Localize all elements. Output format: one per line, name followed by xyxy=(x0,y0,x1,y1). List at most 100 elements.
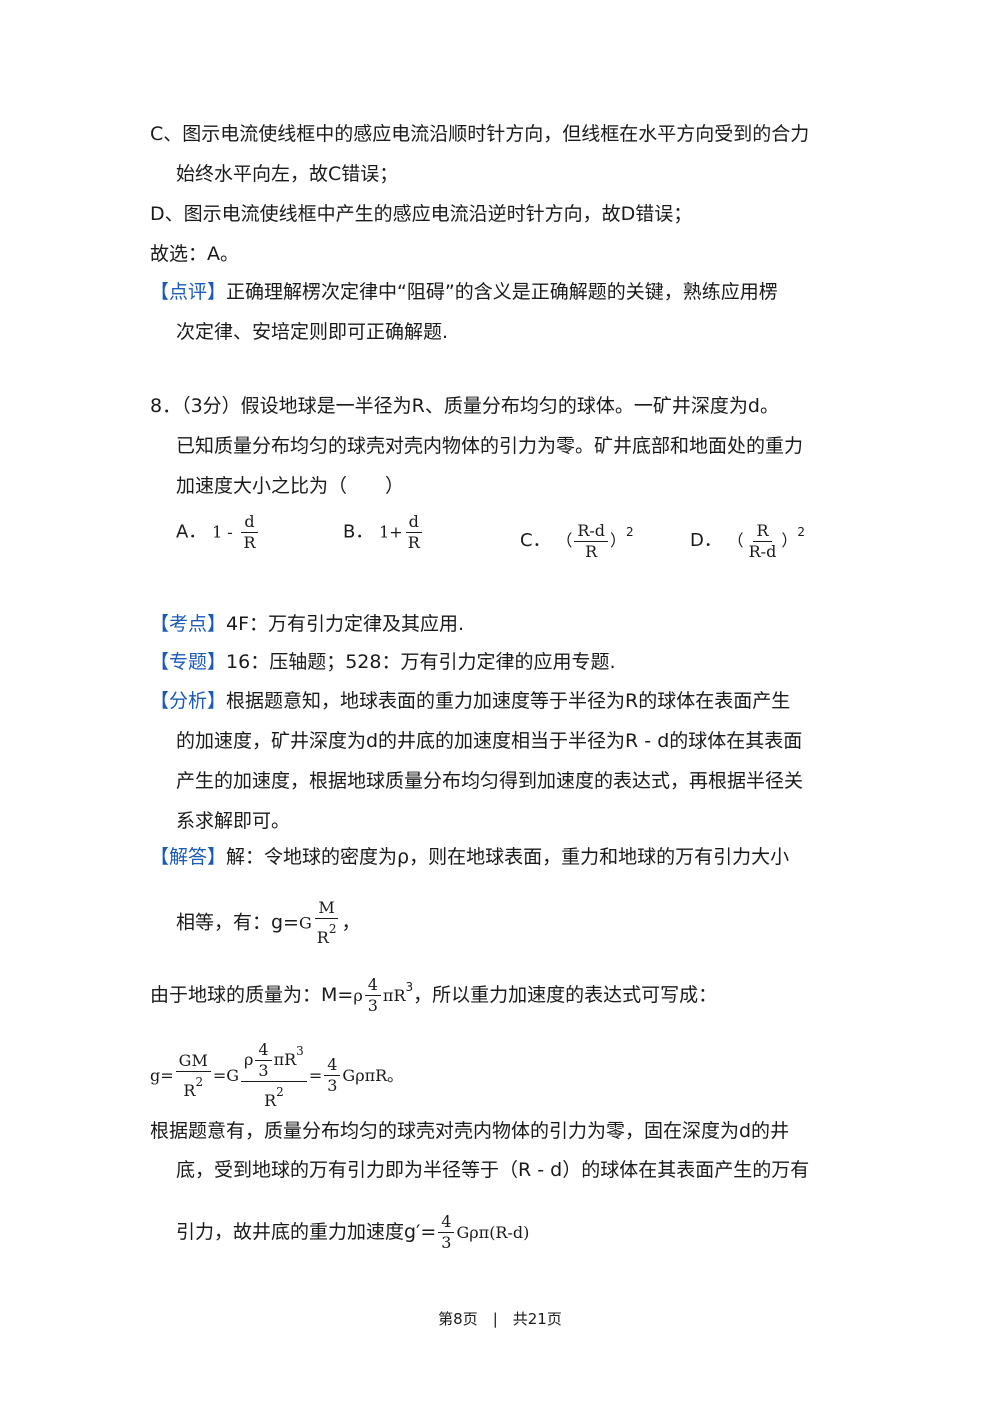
option-a-num: d xyxy=(241,512,258,533)
mass-pi-r: πR xyxy=(382,986,406,1005)
eq1-prefix: 相等，有：g= xyxy=(176,911,299,934)
option-d-close: ） xyxy=(781,531,798,550)
page-footer: 第8页 | 共21页 xyxy=(438,1310,562,1328)
mass-den: 3 xyxy=(367,996,378,1015)
option-d-den: R-d xyxy=(748,541,777,561)
para-line1: 根据题意有，质量分布均匀的球壳对壳内物体的引力为零，固在深度为d的井 xyxy=(150,1120,790,1142)
eq2-frac2-den: R2 xyxy=(261,1082,287,1111)
eq2-frac3-num: 4 xyxy=(324,1055,341,1076)
option-b-expr: 1+ xyxy=(379,522,403,542)
option-c-num: R-d xyxy=(574,521,609,542)
eq1-G: G xyxy=(298,913,312,933)
option-a-expr: 1 - xyxy=(212,522,233,542)
zhuanti-line: 【专题】16：压轴题；528：万有引力定律的应用专题. xyxy=(150,648,616,676)
fenxi-text1: 根据题意知，地球表面的重力加速度等于半径为R的球体在表面产生 xyxy=(226,690,791,712)
eq2-equals-G: =G xyxy=(212,1066,240,1085)
eq2-frac1-den: R2 xyxy=(180,1072,206,1101)
fenxi-line1: 【分析】根据题意知，地球表面的重力加速度等于半径为R的球体在表面产生 xyxy=(150,687,790,715)
option-c-open: （ xyxy=(556,531,573,550)
eq2-frac3-den: 3 xyxy=(327,1076,338,1095)
question-line3: 加速度大小之比为（ ） xyxy=(176,475,405,497)
prev-option-d: D、图示电流使线框中产生的感应电流沿逆时针方向，故D错误； xyxy=(150,203,693,225)
eq1-num: M xyxy=(315,898,338,919)
prev-option-c-line2: 始终水平向左，故C错误； xyxy=(176,163,399,185)
review-line1: 【点评】正确理解楞次定律中“阻碍”的含义是正确解题的关键，熟练应用楞 xyxy=(150,278,778,306)
para3-prefix: 引力，故井底的重力加速度g′= xyxy=(176,1221,437,1243)
jieda-line1: 【解答】解：令地球的密度为ρ，则在地球表面，重力和地球的万有引力大小 xyxy=(150,843,789,871)
option-c-exp: 2 xyxy=(626,525,634,539)
mass-suffix: ，所以重力加速度的表达式可写成： xyxy=(413,984,718,1006)
para3-num: 4 xyxy=(438,1212,455,1233)
eq2-equals: = xyxy=(308,1066,323,1085)
jieda-tag: 【解答】 xyxy=(150,846,227,868)
mass-exp: 3 xyxy=(405,980,414,994)
review-text: 正确理解楞次定律中“阻碍”的含义是正确解题的关键，熟练应用楞 xyxy=(226,281,778,303)
mass-rho: ρ xyxy=(353,986,363,1005)
kaodian-line: 【考点】4F：万有引力定律及其应用. xyxy=(150,610,464,638)
eq2-frac2-den-base: R xyxy=(264,1091,277,1110)
option-c-label: C． xyxy=(520,530,551,551)
jieda-text1: 解：令地球的密度为ρ，则在地球表面，重力和地球的万有引力大小 xyxy=(226,846,790,868)
eq2-frac2-den-exp: 2 xyxy=(276,1085,284,1099)
eq2-pi-r: πR xyxy=(273,1050,297,1069)
fenxi-tag: 【分析】 xyxy=(150,690,227,712)
prev-answer: 故选：A。 xyxy=(150,243,239,265)
eq1-den-base: R xyxy=(316,928,329,947)
eq2-tail: GρπR。 xyxy=(342,1066,404,1085)
option-a-label: A． xyxy=(176,521,207,543)
question-line1: 8．（3分）假设地球是一半径为R、质量分布均匀的球体。一矿井深度为d。 xyxy=(150,395,779,417)
eq1-suffix: ， xyxy=(341,911,361,934)
question-line2: 已知质量分布均匀的球壳对壳内物体的引力为零。矿井底部和地面处的重力 xyxy=(176,435,804,457)
option-b-label: B． xyxy=(343,521,374,543)
eq2-inner-den: 3 xyxy=(258,1061,269,1080)
para3-tail: Gρπ(R-d) xyxy=(456,1223,530,1242)
option-c-den: R xyxy=(585,541,598,561)
eq1-den-exp: 2 xyxy=(328,922,337,936)
option-d-exp: 2 xyxy=(797,525,805,539)
option-a-den: R xyxy=(243,533,256,552)
prev-option-c-line1: C、图示电流使线框中的感应电流沿顺时针方向，但线框在水平方向受到的合力 xyxy=(150,123,810,145)
eq2-frac1-den-base: R xyxy=(183,1080,196,1100)
mass-num: 4 xyxy=(364,975,381,996)
mass-prefix: 由于地球的质量为：M= xyxy=(150,984,354,1006)
option-b-den: R xyxy=(407,533,420,552)
review-line2: 次定律、安培定则即可正确解题. xyxy=(176,321,449,343)
option-c-close: ） xyxy=(610,531,627,550)
option-d-num: R xyxy=(753,521,772,542)
option-d-label: D． xyxy=(690,530,722,551)
para-line2: 底，受到地球的万有引力即为半径等于（R - d）的球体在其表面产生的万有 xyxy=(176,1159,810,1181)
eq2-g: g= xyxy=(150,1066,174,1085)
eq2-inner-num: 4 xyxy=(255,1040,272,1061)
eq2-rho: ρ xyxy=(244,1050,254,1069)
eq2-frac1-num: GM xyxy=(175,1051,211,1072)
option-b-num: d xyxy=(405,512,422,533)
fenxi-line4: 系求解即可。 xyxy=(176,810,291,832)
eq1-den: R2 xyxy=(314,919,340,948)
review-tag: 【点评】 xyxy=(150,281,227,303)
eq2-frac1-den-exp: 2 xyxy=(195,1074,204,1089)
zhuanti-tag: 【专题】 xyxy=(150,651,227,673)
para3-den: 3 xyxy=(441,1233,452,1252)
fenxi-line3: 产生的加速度，根据地球质量分布均匀得到加速度的表达式，再根据半径关 xyxy=(176,770,804,792)
zhuanti-text: 16：压轴题；528：万有引力定律的应用专题. xyxy=(226,651,616,673)
fenxi-line2: 的加速度，矿井深度为d的井底的加速度相当于半径为R - d的球体在其表面 xyxy=(176,730,803,752)
